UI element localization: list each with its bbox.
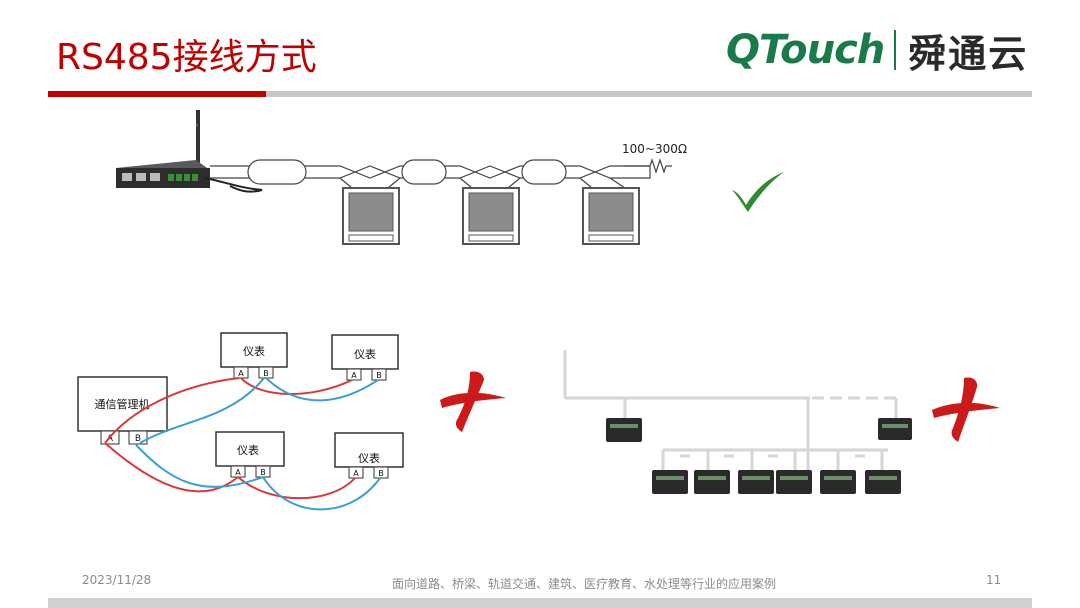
bottom-right-diagram xyxy=(563,350,912,494)
terminator-resistor: 100~300Ω xyxy=(622,142,687,174)
svg-text:A: A xyxy=(107,434,114,444)
logo-divider xyxy=(894,30,897,70)
meter-device xyxy=(342,187,400,245)
cross-icon xyxy=(932,377,1000,442)
title-underline-accent xyxy=(48,91,266,97)
logo-chinese: 舜通云 xyxy=(908,31,1029,76)
footer-date: 2023/11/28 xyxy=(82,573,152,587)
cross-icon xyxy=(440,371,506,432)
footer-caption: 面向道路、桥梁、轨道交通、建筑、医疗教育、水处理等行业的应用案例 xyxy=(392,577,777,591)
meter-device xyxy=(462,187,520,245)
svg-text:A: A xyxy=(238,369,244,378)
svg-text:A: A xyxy=(351,371,357,380)
title-underline xyxy=(266,91,1032,97)
footer-bar xyxy=(48,598,1032,608)
brand-logo: QTouch 舜通云 xyxy=(726,22,1028,78)
meter-device xyxy=(582,187,640,245)
logo-latin: QTouch xyxy=(726,27,885,73)
gateway-device xyxy=(116,160,263,193)
svg-text:B: B xyxy=(135,434,141,444)
svg-text:A: A xyxy=(353,469,359,478)
meter-label: 仪表 xyxy=(237,443,259,457)
bottom-left-diagram: 通信管理机 A B 仪表 A B 仪表 A B 仪表 A B xyxy=(77,332,404,511)
top-diagram: 100~300Ω xyxy=(116,110,687,245)
antenna-icon xyxy=(196,110,200,166)
resistor-label: 100~300Ω xyxy=(622,142,687,156)
svg-text:A: A xyxy=(235,468,241,477)
meter-label: 仪表 xyxy=(354,347,376,361)
device-module xyxy=(606,418,912,494)
comm-manager-label: 通信管理机 xyxy=(95,397,150,411)
svg-text:B: B xyxy=(260,468,266,477)
meter-label: 仪表 xyxy=(358,451,380,465)
svg-text:B: B xyxy=(378,469,384,478)
page-number: 11 xyxy=(986,573,1002,587)
check-icon xyxy=(732,172,784,212)
svg-text:B: B xyxy=(263,369,269,378)
svg-text:B: B xyxy=(376,371,382,380)
slide-title: RS485接线方式 xyxy=(56,37,317,78)
meter-label: 仪表 xyxy=(243,344,265,358)
